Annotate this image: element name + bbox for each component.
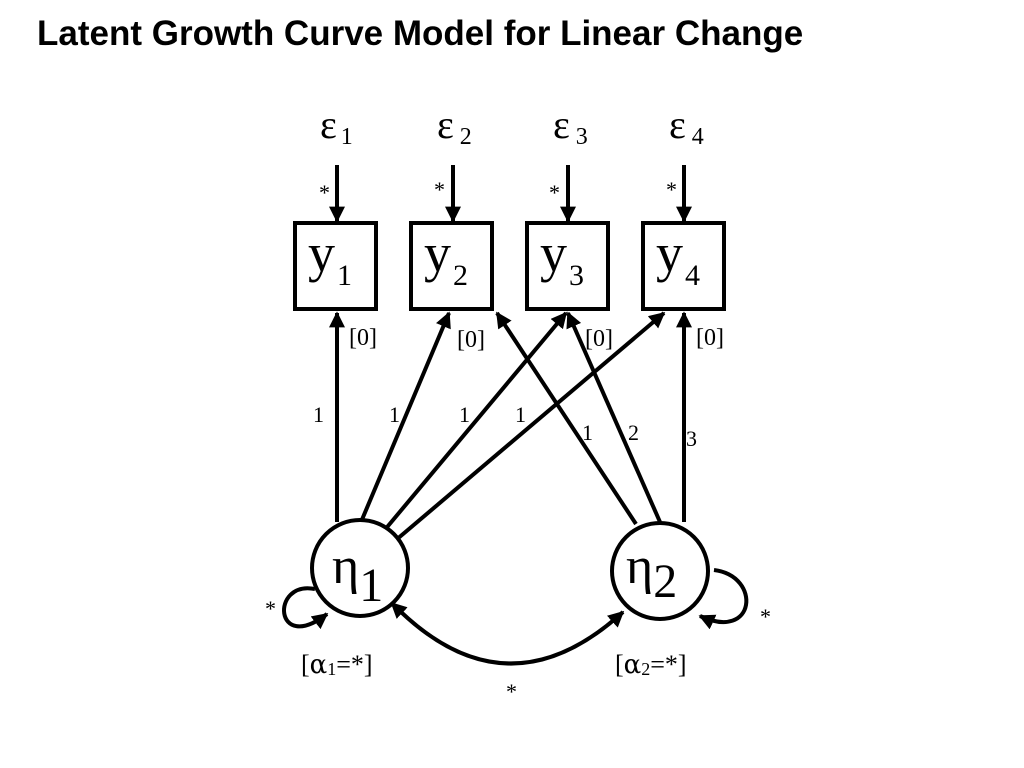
observed-y1: y1 [308,223,352,292]
observed-y3: y3 [540,223,584,292]
observed-box-1 [293,221,378,311]
error-variance-3: * [549,180,560,205]
variance-loop-eta2 [698,568,749,630]
observed-y2: y2 [424,223,468,292]
covariance-arrow [390,602,625,666]
intercept-label-2: [0] [457,327,485,353]
mean-label-alpha1: [α1=*] [301,650,373,680]
error-variance-2: * [434,177,445,202]
error-variance-1: * [319,180,330,205]
loading-path-eta1-y2 [359,311,451,523]
variance-label-eta1: * [265,596,276,621]
loading-path-eta2-y3 [566,311,662,523]
loading-label-eta1-y1: 1 [313,402,324,427]
latent-circle-eta2 [610,521,710,621]
loading-path-eta2-y2 [495,311,638,526]
loading-path-eta1-y4 [394,311,666,542]
observed-box-2 [409,221,494,311]
mean-label-alpha2: [α2=*] [615,650,687,680]
loading-label-eta1-y4: 1 [515,402,526,427]
loading-label-eta2-y3: 2 [628,420,639,445]
loading-label-eta1-y2: 1 [389,402,400,427]
variance-loop-eta1 [282,586,329,630]
variance-label-eta2: * [760,604,771,629]
intercept-label-3: [0] [585,326,613,352]
intercept-label-4: [0] [696,325,724,351]
observed-y4: y4 [656,223,700,292]
latent-eta2: η2 [626,538,677,608]
observed-box-4 [641,221,726,311]
observed-box-3 [525,221,610,311]
loading-path-eta1-y3 [381,311,568,534]
loading-label-eta2-y4: 3 [686,426,697,451]
latent-eta1: η1 [332,538,383,612]
latent-circle-eta1 [310,518,410,618]
loading-label-eta2-y2: 1 [582,420,593,445]
slide-title: Latent Growth Curve Model for Linear Cha… [37,14,804,53]
intercept-label-1: [0] [349,325,377,351]
error-variance-4: * [666,177,677,202]
loading-label-eta1-y3: 1 [459,402,470,427]
covariance-label: * [506,679,517,704]
